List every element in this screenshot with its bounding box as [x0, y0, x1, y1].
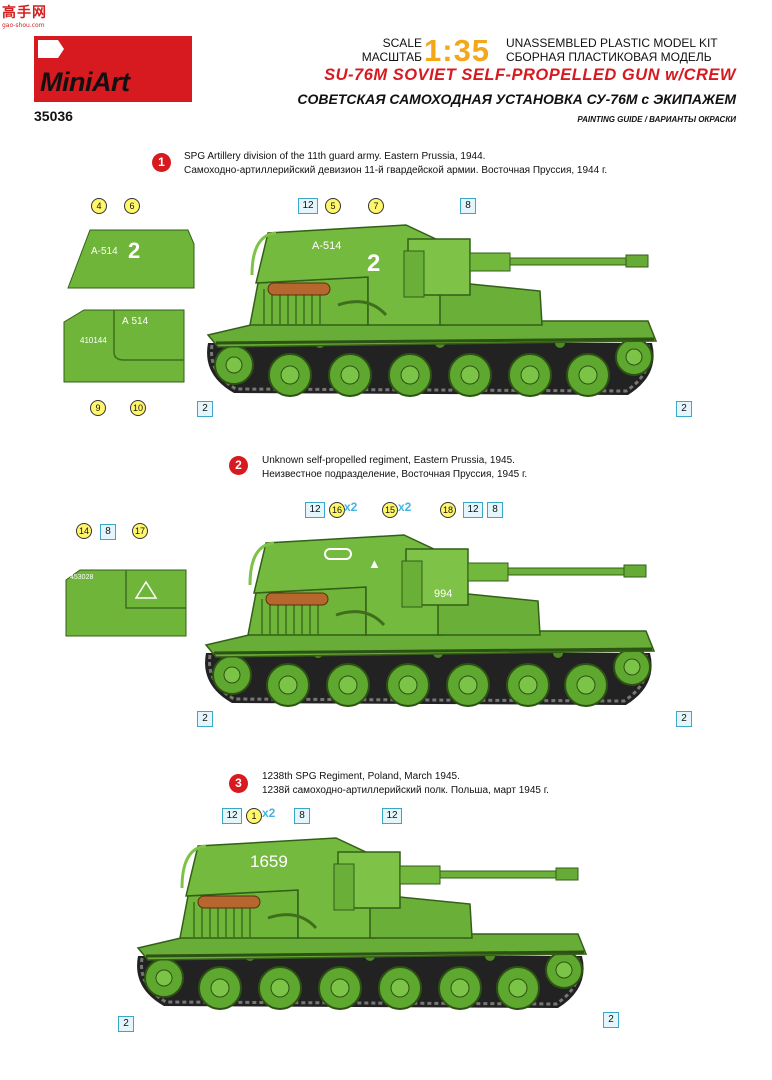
variant-1-detail-top: [67, 229, 195, 289]
variant-3-caption-en: 1238th SPG Regiment, Poland, March 1945.: [262, 771, 460, 782]
variant-1-caption-ru: Самоходно-артиллерийский девизион 11-й г…: [184, 165, 608, 176]
callout-16-x2: x2: [344, 500, 358, 514]
callout-7: 7: [368, 198, 384, 214]
watermark-top: 高手网: [2, 4, 47, 20]
callout-5: 5: [325, 198, 341, 214]
brand-name: MiniArt: [40, 67, 130, 97]
variant-1-number: 1: [152, 153, 171, 172]
callout-2-left: 2: [197, 711, 213, 727]
callout-1-x2: x2: [262, 806, 276, 820]
watermark-bottom: gao-shou.com: [2, 22, 45, 29]
callout-12-a: 12: [305, 502, 325, 518]
variant-1-caption-en: SPG Artillery division of the 11th guard…: [184, 151, 486, 162]
callout-4: 4: [91, 198, 107, 214]
painting-guide-label: PAINTING GUIDE / ВАРИАНТЫ ОКРАСКИ: [577, 115, 736, 124]
variant-1-detail-reg: 410144: [80, 336, 107, 345]
callout-12: 12: [298, 198, 318, 214]
kit-type: UNASSEMBLED PLASTIC MODEL KIT СБОРНАЯ ПЛ…: [506, 36, 718, 64]
variant-1-tank: [205, 223, 658, 398]
guards-emblem-icon: ▲: [368, 556, 381, 571]
scale-label-ru: МАСШТАБ: [361, 50, 422, 64]
variant-1-hull-number: 2: [367, 250, 381, 277]
callout-2-right: 2: [676, 401, 692, 417]
callout-12-b: 12: [463, 502, 483, 518]
callout-2-right: 2: [603, 1012, 619, 1028]
variant-3-caption-ru: 1238й самоходно-артиллерийский полк. Пол…: [262, 785, 549, 796]
callout-9: 9: [90, 400, 106, 416]
callout-8: 8: [294, 808, 310, 824]
callout-2-left: 2: [118, 1016, 134, 1032]
title-ru: СОВЕТСКАЯ САМОХОДНАЯ УСТАНОВКА СУ-76М с …: [297, 91, 736, 107]
variant-1-detail-marking-2: А 514: [122, 316, 149, 327]
kit-type-en: UNASSEMBLED PLASTIC MODEL KIT: [506, 36, 718, 50]
scale-label-en: SCALE: [382, 36, 422, 50]
callout-17: 17: [132, 523, 148, 539]
variant-3-hull-number: 1659: [250, 852, 288, 871]
callout-8: 8: [460, 198, 476, 214]
variant-2-caption: Unknown self-propelled regiment, Eastern…: [262, 454, 527, 482]
callout-12-a: 12: [222, 808, 242, 824]
tank-emblem-icon: [324, 548, 352, 560]
callout-14: 14: [76, 523, 92, 539]
variant-2-caption-en: Unknown self-propelled regiment, Eastern…: [262, 455, 515, 466]
variant-2-detail: [65, 569, 187, 637]
variant-1-hull-marking: А-514: [312, 240, 342, 252]
title-en: SU-76M SOVIET SELF-PROPELLED GUN w/CREW: [324, 66, 736, 84]
callout-8: 8: [487, 502, 503, 518]
kit-number: 35036: [34, 108, 73, 124]
variant-1-caption: SPG Artillery division of the 11th guard…: [184, 150, 607, 178]
variant-2-number: 2: [229, 456, 248, 475]
flag-icon: [38, 40, 64, 58]
variant-3-caption: 1238th SPG Regiment, Poland, March 1945.…: [262, 770, 549, 798]
brand-logo: MiniArt: [34, 36, 192, 102]
callout-15: 15: [382, 502, 398, 518]
kit-type-ru: СБОРНАЯ ПЛАСТИКОВАЯ МОДЕЛЬ: [506, 50, 712, 64]
variant-1-detail-bottom: [63, 309, 185, 383]
variant-2-tank: [203, 533, 656, 708]
callout-12-b: 12: [382, 808, 402, 824]
callout-16: 16: [329, 502, 345, 518]
callout-18: 18: [440, 502, 456, 518]
callout-6: 6: [124, 198, 140, 214]
variant-2-detail-reg: 453028: [70, 574, 94, 581]
scale-value: 1:35: [424, 33, 491, 68]
callout-8-detail: 8: [100, 524, 116, 540]
callout-1: 1: [246, 808, 262, 824]
watermark: 高手网 gao-shou.com: [0, 0, 80, 30]
callout-15-x2: x2: [398, 500, 412, 514]
callout-2-right: 2: [676, 711, 692, 727]
callout-10: 10: [130, 400, 146, 416]
variant-1-detail-number: 2: [128, 238, 141, 263]
callout-2-left: 2: [197, 401, 213, 417]
variant-2-hull-number: 994: [434, 588, 453, 600]
variant-3-tank: [135, 836, 588, 1011]
variant-2-caption-ru: Неизвестное подразделение, Восточная Пру…: [262, 469, 528, 480]
variant-3-number: 3: [229, 774, 248, 793]
variant-1-detail-marking: А-514: [91, 246, 118, 257]
scale-labels: SCALE МАСШТАБ: [362, 36, 422, 64]
